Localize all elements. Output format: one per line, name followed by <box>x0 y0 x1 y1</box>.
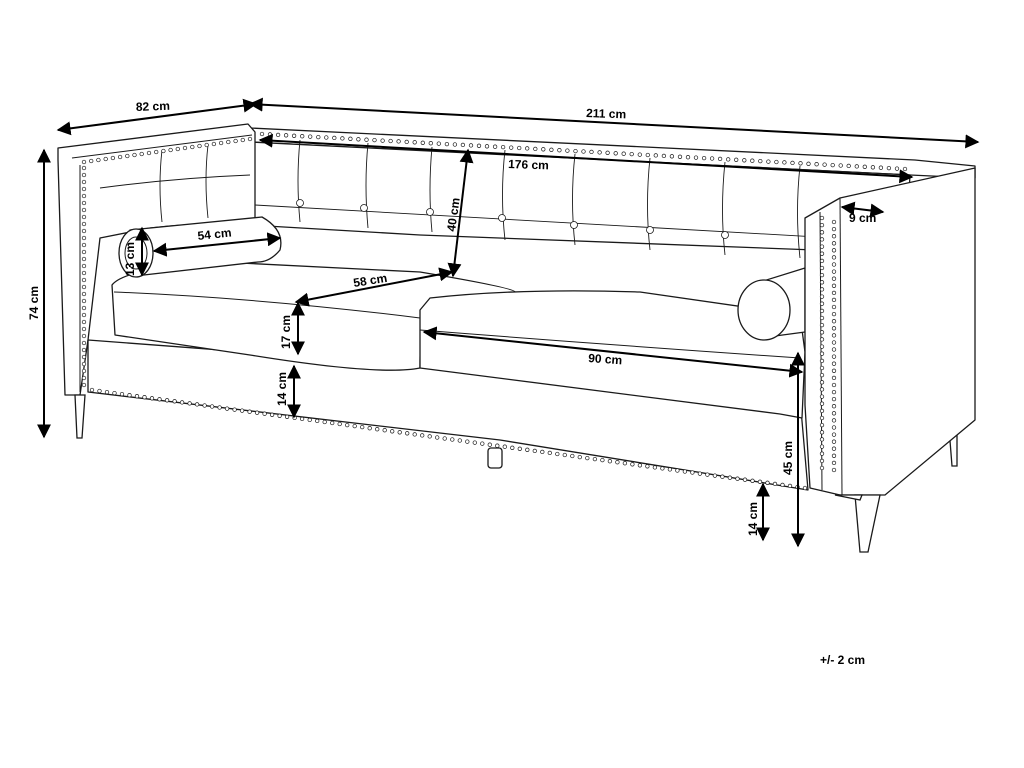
back-height-label: 40 cm <box>444 197 463 233</box>
inner-width-dim-line <box>258 133 914 184</box>
dimension-labels: 82 cm 211 cm 176 cm 9 cm 74 cm 13 cm 54 … <box>27 99 876 667</box>
arm-width-dim-line <box>840 201 885 218</box>
leg-height-label: 14 cm <box>746 502 760 536</box>
bolster-length-dim-line <box>152 232 282 257</box>
bolster-right <box>737 267 806 341</box>
dimension-lines <box>37 97 980 548</box>
inner-width-label: 176 cm <box>508 157 549 172</box>
bolster-length-label: 54 cm <box>197 226 232 243</box>
tolerance-note: +/- 2 cm <box>820 653 865 667</box>
bolster-diameter-label: 13 cm <box>123 242 137 276</box>
seat-depth-label: 58 cm <box>352 271 388 290</box>
back-height-dim-line <box>447 148 474 278</box>
cushion-thickness-label: 17 cm <box>279 315 293 349</box>
base-height-label: 14 cm <box>275 372 289 406</box>
cushion-width-label: 90 cm <box>588 351 623 367</box>
depth-label: 82 cm <box>136 99 170 114</box>
seat-height-label: 45 cm <box>781 441 795 475</box>
seat-depth-dim-line <box>294 267 454 307</box>
sofa-right-arm <box>804 167 976 496</box>
width-label: 211 cm <box>586 106 627 121</box>
height-label: 74 cm <box>27 286 41 320</box>
arm-width-label: 9 cm <box>849 211 876 225</box>
cushion-width-dim-line <box>422 326 804 378</box>
sofa-drawing <box>57 123 976 553</box>
depth-dim-line <box>56 98 258 136</box>
